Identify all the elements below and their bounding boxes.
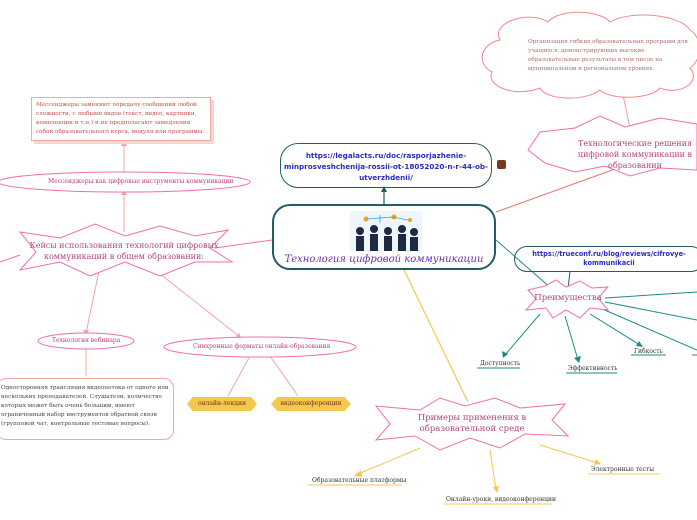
online-lectures-node[interactable]: онлайн-лекции: [187, 397, 257, 411]
webinar-label[interactable]: Технология вебинара: [52, 337, 121, 344]
note-icon[interactable]: [497, 160, 506, 169]
example-online-lessons[interactable]: Онлайн-уроки, видеоконференции: [446, 496, 556, 503]
webinar-note: Односторонняя трансляция видеопотока от …: [0, 378, 174, 440]
example-platforms[interactable]: Образовательные платформы: [312, 477, 407, 484]
cloud-shape: [481, 11, 697, 99]
videoconference-node[interactable]: видеоконференции: [271, 397, 351, 411]
advantage-accessibility[interactable]: Доступность: [480, 360, 521, 367]
cases-star-shape: [18, 223, 234, 277]
people-image-icon: [350, 211, 422, 251]
url-link-right[interactable]: https://trueconf.ru/blog/reviews/cifrovy…: [514, 246, 697, 272]
cases-label[interactable]: Кейсы использования технологий цифровых …: [29, 241, 219, 261]
advantages-star-shape: [524, 279, 610, 319]
advantage-efficiency[interactable]: Эффективность: [568, 365, 618, 372]
messengers-label[interactable]: Мессенджеры как цифровые инструменты ком…: [48, 178, 234, 185]
central-title: Технология цифровой коммуникации: [284, 254, 484, 265]
url-link-top[interactable]: https://legalacts.ru/doc/rasporjazhenie-…: [280, 143, 492, 188]
sync-formats-label[interactable]: Синхронные форматы онлайн-образования: [193, 343, 331, 350]
cloud-note-text: Организация гибких образовательных прогр…: [528, 39, 688, 72]
examples-label[interactable]: Примеры применения в образовательной сре…: [417, 413, 527, 434]
advantages-label[interactable]: Преимущества: [534, 293, 602, 303]
examples-star-shape: [374, 397, 570, 451]
messengers-note: Мессенджеры заменяют передачу сообщений …: [31, 97, 211, 141]
advantage-flexibility[interactable]: Гибкость: [634, 348, 663, 355]
central-node[interactable]: Технология цифровой коммуникации: [272, 204, 496, 270]
example-electronic-tests[interactable]: Электронные тесты: [591, 466, 655, 473]
tech-star-shape: [527, 115, 697, 177]
tech-solutions-label[interactable]: Технологические решения цифровой коммуни…: [577, 139, 693, 170]
